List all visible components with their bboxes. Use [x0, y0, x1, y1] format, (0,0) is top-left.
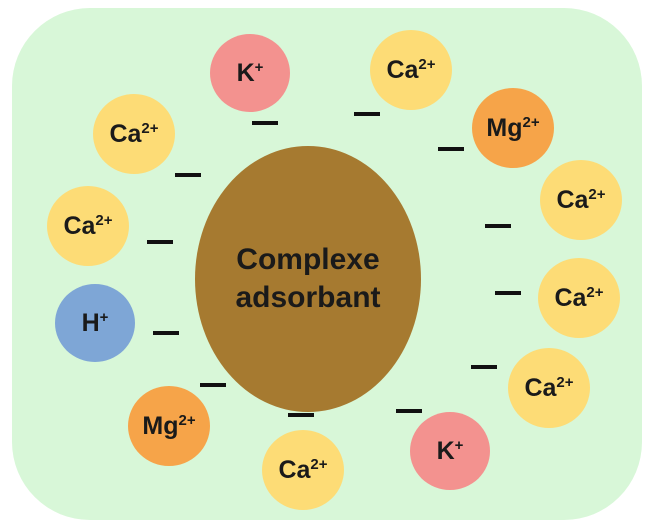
ion-ca-left: Ca2+ [47, 186, 129, 266]
ion-symbol: Ca [556, 185, 589, 214]
ion-ca-top-right: Ca2+ [370, 30, 452, 110]
ion-charge: 2+ [418, 55, 436, 73]
ion-symbol: Mg [142, 411, 179, 440]
negative-charge-mark [288, 413, 314, 417]
ion-charge: 2+ [522, 113, 540, 131]
ion-mg-top-right: Mg2+ [472, 88, 554, 168]
ion-symbol: Mg [486, 113, 523, 142]
ion-symbol: H [81, 308, 100, 337]
negative-charge-mark [485, 224, 511, 228]
ion-symbol: Ca [554, 283, 587, 312]
ion-charge: 2+ [310, 455, 328, 473]
ion-k-bottom: K+ [410, 412, 490, 490]
negative-charge-mark [252, 121, 278, 125]
ion-symbol: K [436, 436, 455, 465]
ion-symbol: Ca [63, 211, 96, 240]
negative-charge-mark [153, 331, 179, 335]
ion-charge: + [99, 308, 109, 326]
ion-ca-bottom: Ca2+ [262, 430, 344, 510]
ion-ca-top-left: Ca2+ [93, 94, 175, 174]
negative-charge-mark [396, 409, 422, 413]
negative-charge-mark [438, 147, 464, 151]
ion-charge: + [454, 436, 464, 454]
ion-symbol: K [236, 58, 255, 87]
ion-mg-bottom-left: Mg2+ [128, 386, 210, 466]
ion-ca-right-2: Ca2+ [538, 258, 620, 338]
ion-symbol: Ca [386, 55, 419, 84]
ion-charge: 2+ [588, 185, 606, 203]
ion-symbol: Ca [524, 373, 557, 402]
ion-k-top: K+ [210, 34, 290, 112]
center-label-line-2: adsorbant [235, 281, 381, 314]
ion-charge: 2+ [556, 373, 574, 391]
negative-charge-mark [200, 383, 226, 387]
ion-ca-right-1: Ca2+ [540, 160, 622, 240]
negative-charge-mark [354, 112, 380, 116]
center-label-line-1: Complexe [236, 243, 380, 276]
ion-charge: 2+ [178, 411, 196, 429]
negative-charge-mark [147, 240, 173, 244]
negative-charge-mark [175, 173, 201, 177]
ion-charge: 2+ [141, 119, 159, 137]
ion-symbol: Ca [278, 455, 311, 484]
ion-charge: + [254, 58, 264, 76]
ion-charge: 2+ [586, 283, 604, 301]
ion-ca-right-3: Ca2+ [508, 348, 590, 428]
negative-charge-mark [471, 365, 497, 369]
ion-h-left: H+ [55, 284, 135, 362]
negative-charge-mark [495, 291, 521, 295]
ion-charge: 2+ [95, 211, 113, 229]
adsorbent-complex-circle: Complexe adsorbant [195, 146, 421, 412]
ion-symbol: Ca [109, 119, 142, 148]
